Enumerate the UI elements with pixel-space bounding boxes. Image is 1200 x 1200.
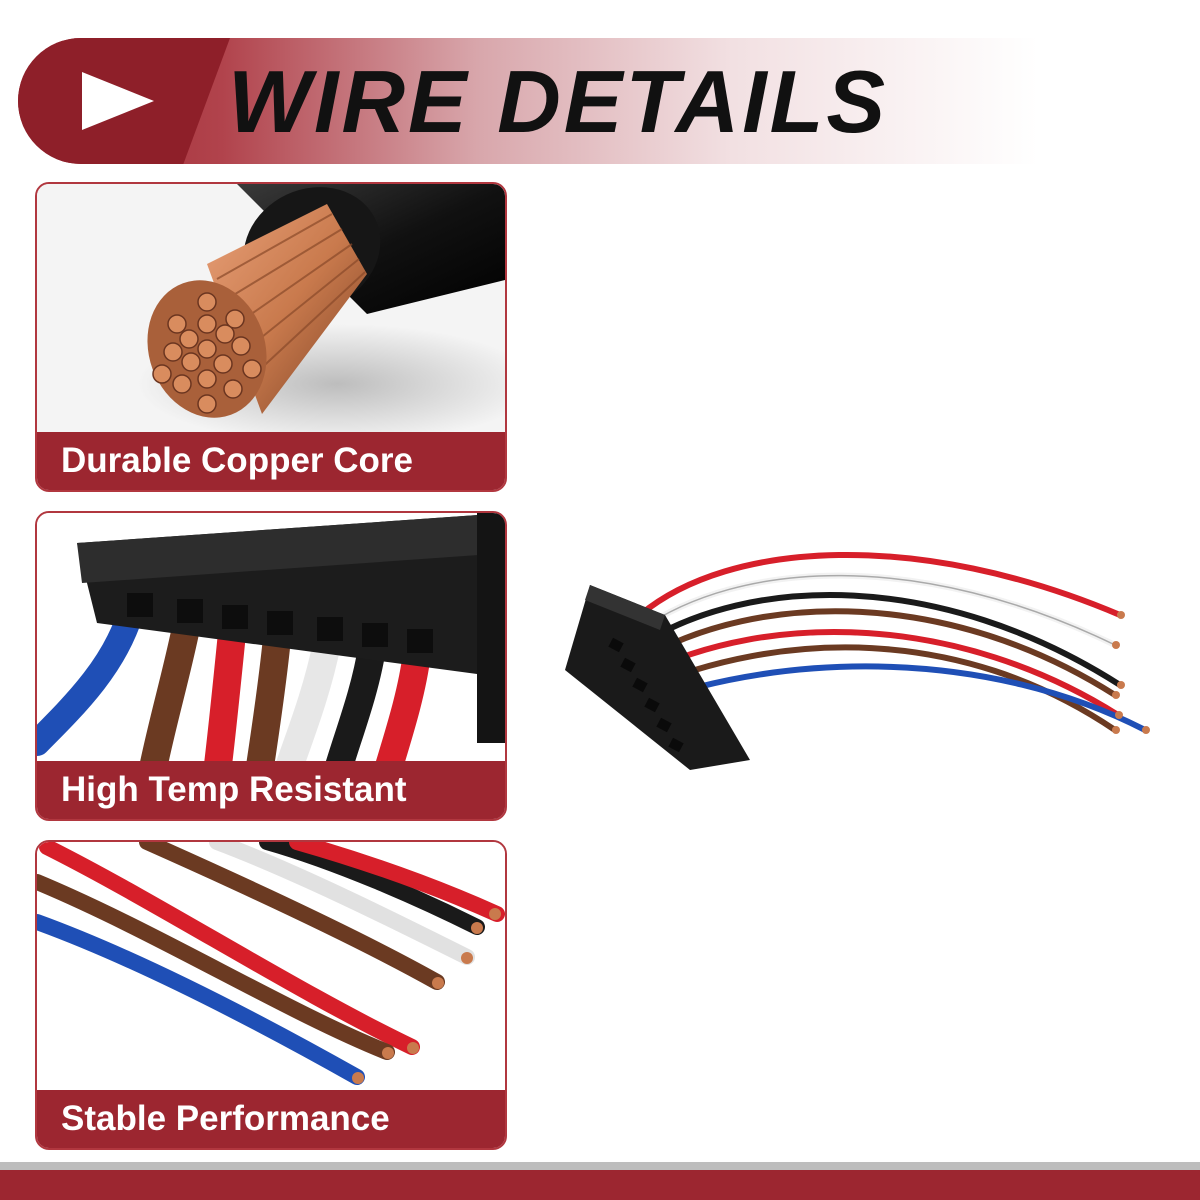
feature-card-temp: High Temp Resistant — [35, 511, 507, 821]
wire-ends-image — [37, 842, 505, 1092]
card-label-temp: High Temp Resistant — [37, 761, 505, 819]
header-banner: WIRE DETAILS — [18, 38, 1038, 164]
feature-card-stable: Stable Performance — [35, 840, 507, 1150]
page-title: WIRE DETAILS — [228, 52, 889, 151]
feature-card-copper: Durable Copper Core — [35, 182, 507, 492]
play-triangle-icon — [82, 72, 154, 130]
copper-core-image — [37, 184, 505, 444]
connector-closeup-image — [37, 513, 505, 787]
footer-strip — [0, 1162, 1200, 1170]
card-label-copper: Durable Copper Core — [37, 432, 505, 490]
wire-harness-product-image — [540, 520, 1180, 780]
card-label-stable: Stable Performance — [37, 1090, 505, 1148]
footer-bar — [0, 1170, 1200, 1200]
